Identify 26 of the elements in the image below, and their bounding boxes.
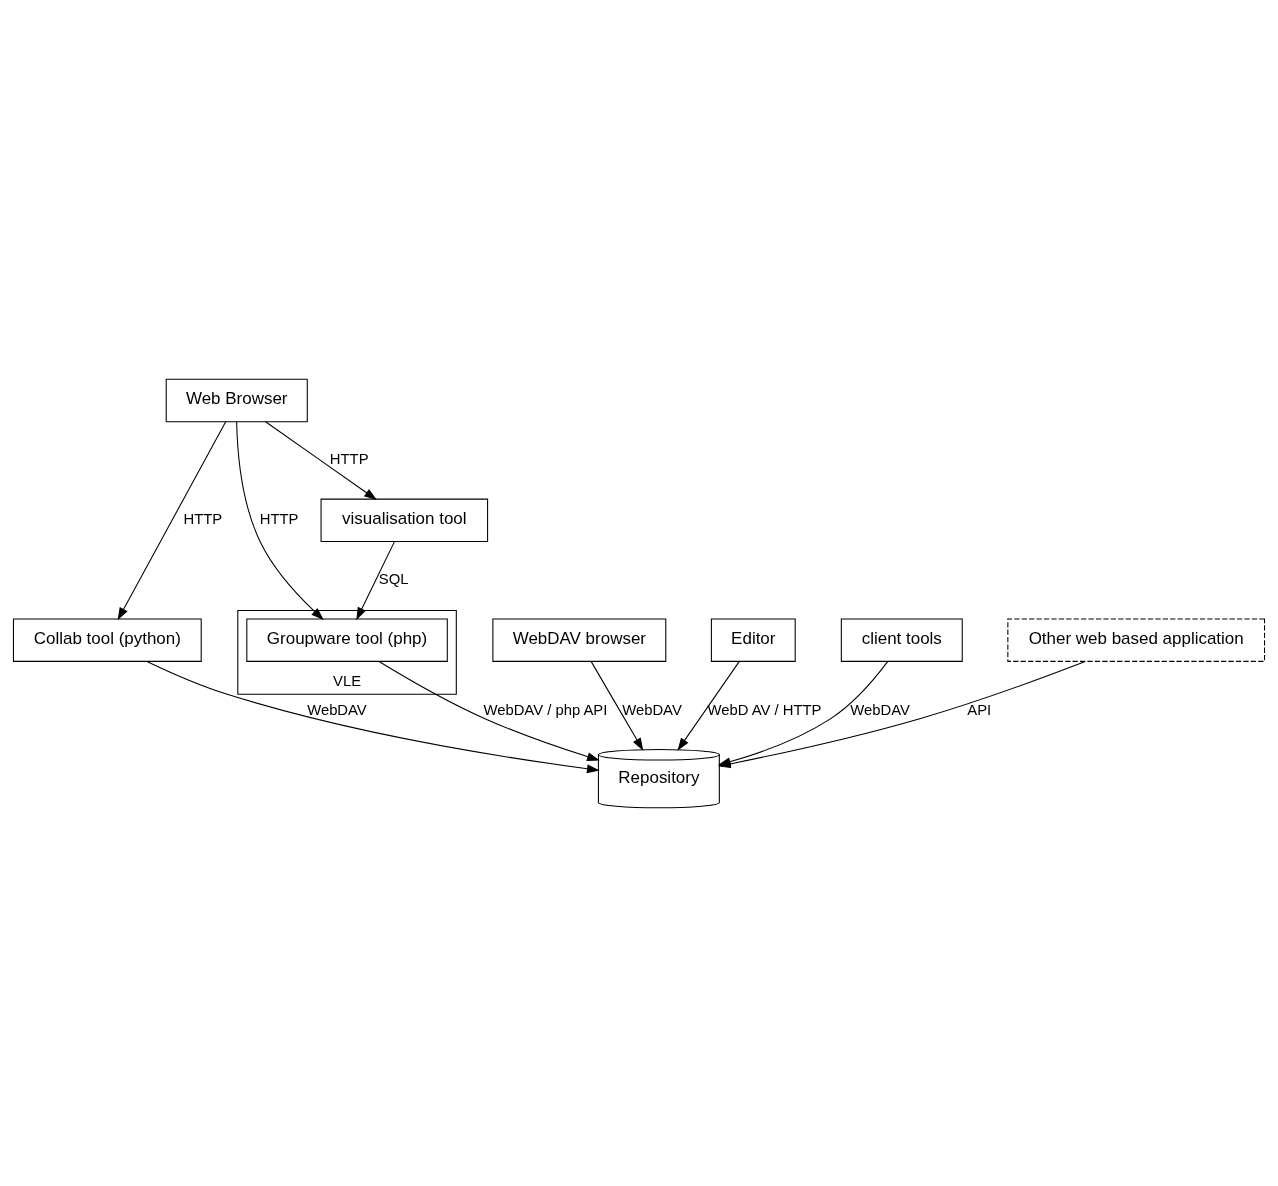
node-box: Editor xyxy=(710,617,796,662)
edge-label: WebDAV xyxy=(622,701,682,718)
node-box: Collab tool (python) xyxy=(12,617,202,662)
arrow xyxy=(236,421,324,620)
edge-label: HTTP xyxy=(329,450,369,467)
edge-label: WebDAV xyxy=(850,701,910,718)
node-box: Web Browser xyxy=(165,378,308,422)
edge-label: API xyxy=(967,701,992,718)
edge-label: WebDAV / php API xyxy=(483,701,608,718)
node-box: visualisation tool xyxy=(320,498,489,542)
arrow xyxy=(146,660,600,773)
node-box: Other web based application xyxy=(1007,617,1266,662)
node-box: Groupware tool (php) xyxy=(246,617,448,662)
node-box: WebDAV browser xyxy=(492,617,667,662)
edge-label: WebD AV / HTTP xyxy=(707,701,822,718)
arrow xyxy=(117,420,227,620)
edge-label: SQL xyxy=(378,570,409,587)
edge-label: HTTP xyxy=(259,510,299,527)
arrow xyxy=(265,420,377,500)
node-box: client tools xyxy=(840,617,963,662)
edge-label: HTTP xyxy=(183,510,223,527)
arrow xyxy=(677,660,740,751)
arrow xyxy=(356,540,395,620)
arrow xyxy=(590,660,644,751)
edge-label: WebDAV xyxy=(307,701,367,718)
arrow xyxy=(378,660,600,761)
